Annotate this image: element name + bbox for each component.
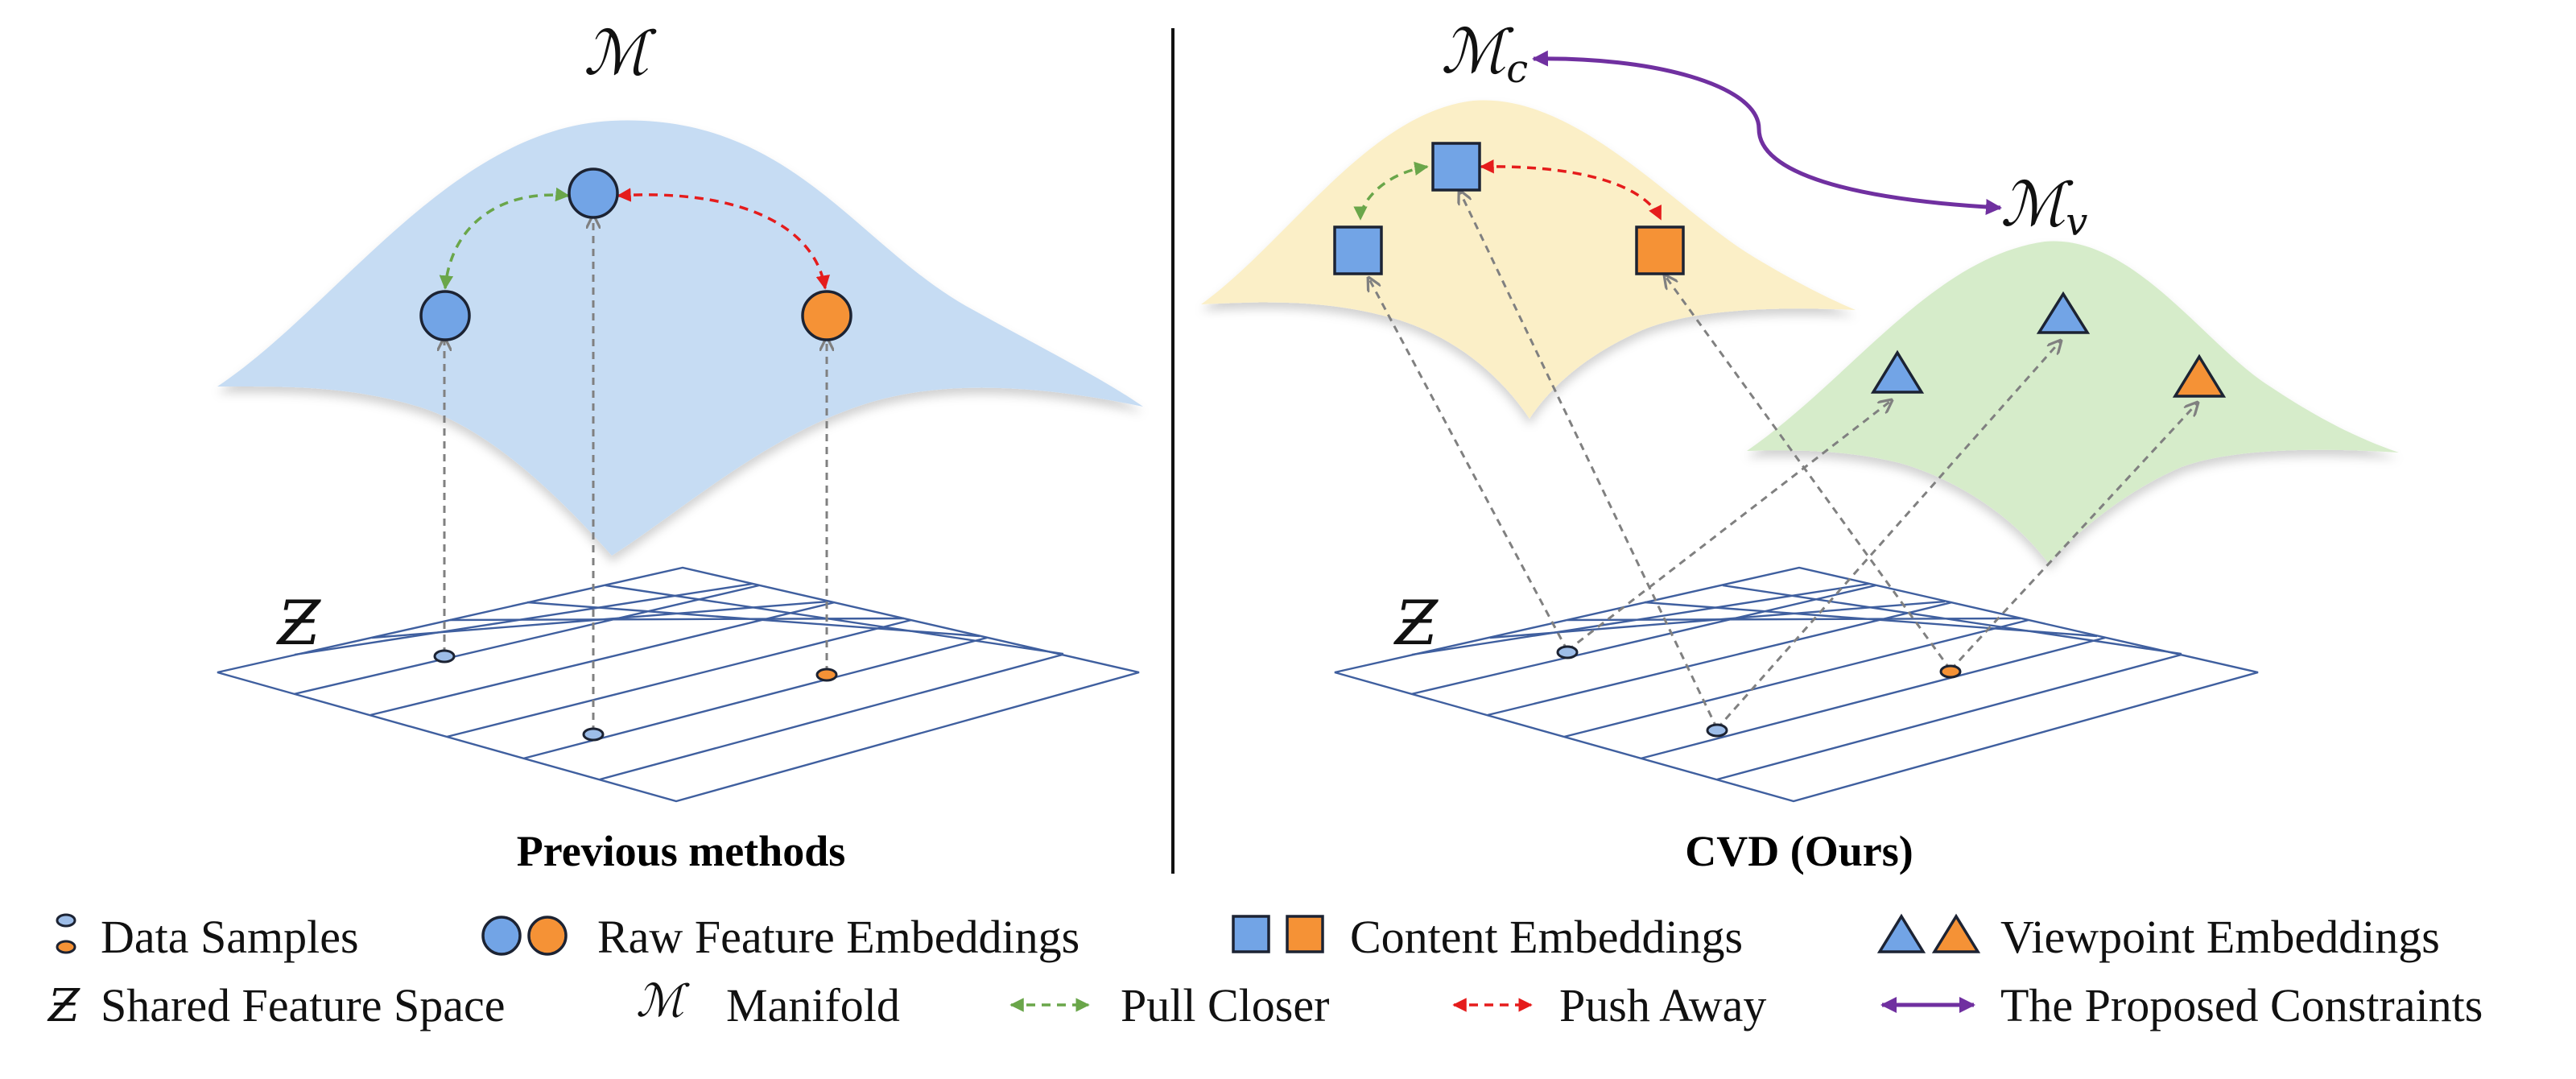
right-caption: CVD (Ours): [1685, 827, 1913, 875]
data-sample-blue: [56, 913, 76, 928]
projection-arrow: [1715, 341, 2061, 730]
legend-shared-feature-space: Ƶ Shared Feature Space: [47, 979, 505, 1032]
push-away-arrow: [1480, 159, 1662, 221]
viewpoint-embedding-blue: [1876, 913, 1926, 953]
data-sample-blue: [1556, 645, 1579, 659]
legend-push-away: Push Away: [1452, 979, 1766, 1031]
push-away-arrow: [617, 188, 830, 290]
viewpoint-embedding-orange: [1931, 913, 1981, 953]
legend: Data Samples Raw Feature Embeddings Cont…: [47, 911, 2483, 1032]
content-embedding-orange: [1635, 225, 1685, 275]
feature-space-symbol: Ƶ: [1393, 587, 1439, 659]
proposed-constraint-arrow: [1532, 50, 2002, 216]
raw-embedding-blue: [568, 167, 619, 219]
raw-embedding-orange: [801, 290, 852, 341]
left-feature-space-grid: [217, 566, 1140, 803]
data-sample-blue: [433, 649, 456, 664]
content-manifold: [1201, 100, 1856, 419]
pull-closer-arrow: [1353, 161, 1429, 221]
legend-label: Data Samples: [101, 911, 359, 963]
projection-arrow: [1459, 191, 1719, 730]
projection-arrow: [1567, 400, 1892, 652]
content-embedding-blue: [1431, 142, 1481, 192]
raw-embedding-blue: [481, 916, 522, 956]
legend-pull-closer: Pull Closer: [1009, 979, 1329, 1031]
data-sample-orange: [56, 940, 76, 954]
projection-arrow: [1368, 278, 1569, 651]
legend-data-samples: Data Samples: [56, 911, 359, 963]
content-manifold-symbol: ℳc: [1441, 15, 1528, 92]
legend-content-embeddings: Content Embeddings: [1232, 911, 1743, 963]
legend-label: Viewpoint Embeddings: [2000, 911, 2440, 963]
data-sample-orange: [815, 668, 838, 682]
viewpoint-manifold-symbol: ℳv: [2000, 168, 2087, 245]
legend-manifold: ℳ Manifold: [636, 975, 900, 1031]
legend-label: The Proposed Constraints: [2000, 979, 2483, 1031]
viewpoint-embedding-blue: [2036, 291, 2091, 334]
right-panel: ℳc ℳv Ƶ CVD (Ours): [1201, 15, 2399, 875]
legend-label: Pull Closer: [1121, 979, 1329, 1031]
legend-label: Shared Feature Space: [101, 979, 505, 1031]
data-sample-blue: [582, 727, 605, 742]
content-embedding-blue: [1232, 915, 1270, 953]
data-sample-blue: [1706, 723, 1728, 738]
viewpoint-embedding-blue: [1870, 349, 1925, 394]
legend-viewpoint-embeddings: Viewpoint Embeddings: [1876, 911, 2440, 963]
legend-label: Content Embeddings: [1350, 911, 1743, 963]
legend-label: Raw Feature Embeddings: [597, 911, 1080, 963]
manifold-symbol: ℳ: [636, 975, 690, 1027]
left-panel: ℳ Ƶ Previous methods: [217, 17, 1143, 875]
raw-embedding-orange: [527, 916, 568, 956]
legend-raw-feature-embeddings: Raw Feature Embeddings: [481, 911, 1080, 963]
viewpoint-embedding-orange: [2172, 353, 2227, 398]
left-caption: Previous methods: [517, 827, 846, 875]
left-manifold: [217, 120, 1143, 556]
feature-space-symbol: Ƶ: [276, 587, 321, 659]
right-feature-space-grid: [1334, 566, 2259, 803]
content-embedding-orange: [1286, 915, 1324, 953]
data-sample-orange: [1939, 664, 1962, 679]
legend-label: Push Away: [1559, 979, 1766, 1031]
legend-label: Manifold: [726, 979, 900, 1031]
viewpoint-manifold: [1747, 241, 2399, 564]
content-embedding-blue: [1333, 225, 1383, 275]
legend-proposed-constraints: The Proposed Constraints: [1880, 979, 2483, 1031]
projection-arrow: [1949, 403, 2198, 672]
feature-space-symbol: Ƶ: [47, 980, 80, 1032]
manifold-symbol: ℳ: [584, 17, 657, 89]
raw-embedding-blue: [419, 290, 471, 341]
projection-arrow: [1665, 275, 1952, 671]
